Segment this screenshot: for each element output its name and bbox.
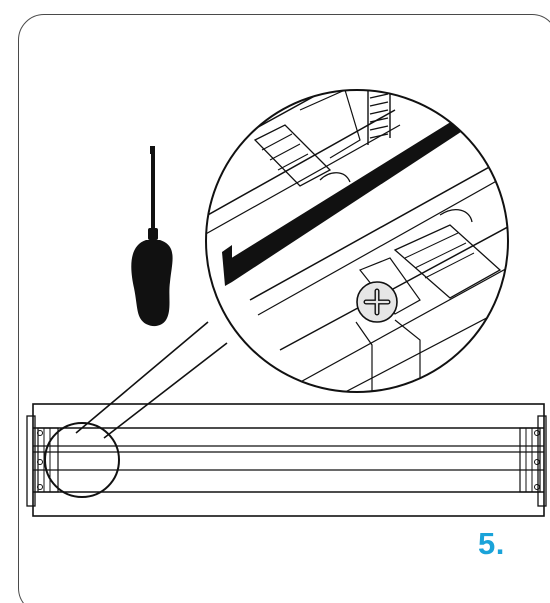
step-number: 5. xyxy=(478,526,505,561)
bar-assembly xyxy=(26,403,547,517)
phillips-screw-icon xyxy=(356,281,398,323)
step-frame xyxy=(18,14,550,603)
screwdriver-icon xyxy=(131,146,173,327)
zoom-detail xyxy=(205,89,509,393)
leader-line xyxy=(103,342,228,439)
leader-line xyxy=(75,321,209,434)
magnifier-circle xyxy=(44,422,120,498)
